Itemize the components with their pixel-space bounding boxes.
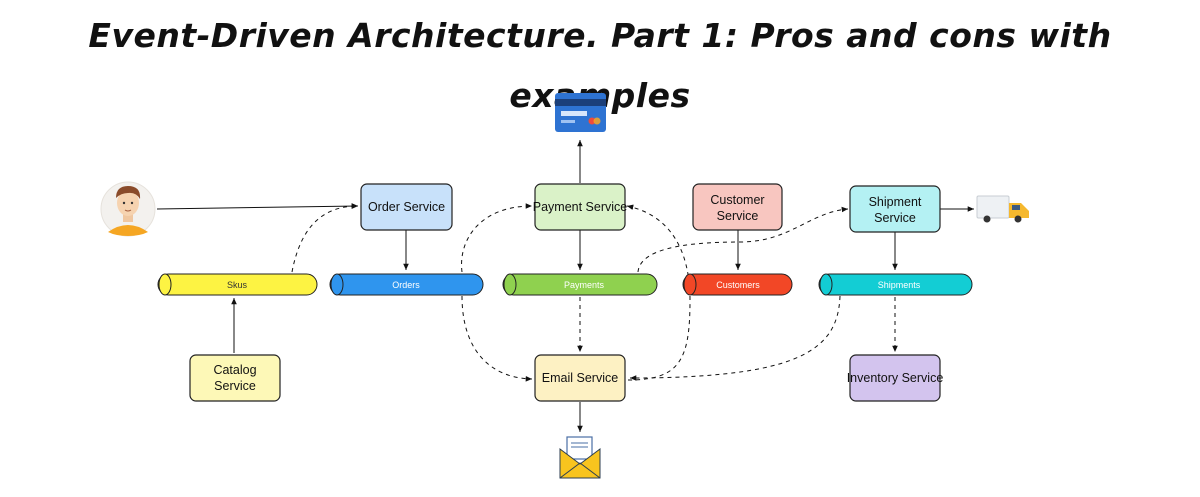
payment-service-label: Payment Service	[533, 200, 628, 214]
topic-label-payments: Payments	[564, 280, 605, 290]
email-service: Email Service	[534, 354, 626, 402]
topic-label-skus: Skus	[227, 280, 248, 290]
topic-skus: Skus	[157, 273, 318, 296]
topic-payments: Payments	[502, 273, 658, 296]
shipment-service: Shipment Service	[849, 185, 941, 233]
edge-shipments-to-email	[629, 295, 841, 381]
inventory-service-label: Inventory Service	[847, 371, 944, 385]
payment-service: Payment Service	[533, 183, 628, 231]
catalog-service-label-2: Service	[214, 379, 256, 393]
inventory-service: Inventory Service	[847, 354, 944, 402]
topic-label-orders: Orders	[392, 280, 420, 290]
edge-user-to-order	[156, 203, 359, 210]
user-avatar-icon	[100, 181, 156, 237]
envelope-icon	[559, 436, 601, 479]
email-service-label: Email Service	[542, 371, 618, 385]
order-service-label: Order Service	[368, 200, 445, 214]
edge-payments-to-shipment	[637, 206, 849, 273]
customer-service-label-1: Customer	[710, 193, 764, 207]
topic-label-customers: Customers	[716, 280, 760, 290]
catalog-service-label-1: Catalog	[213, 363, 256, 377]
customer-service-label-2: Service	[717, 209, 759, 223]
catalog-service: Catalog Service	[189, 354, 281, 402]
edge-orders-to-email	[461, 295, 533, 382]
topic-label-shipments: Shipments	[878, 280, 921, 290]
shipment-service-label-1: Shipment	[869, 195, 922, 209]
truck-icon	[976, 195, 1029, 223]
edge-skus-to-order	[291, 203, 359, 273]
order-service: Order Service	[360, 183, 453, 231]
topic-orders: Orders	[329, 273, 484, 296]
topic-shipments: Shipments	[818, 273, 973, 296]
credit-card-icon	[555, 93, 606, 132]
customer-service: Customer Service	[692, 183, 783, 231]
shipment-service-label-2: Service	[874, 211, 916, 225]
topic-customers: Customers	[682, 273, 793, 296]
edge-orders-to-payment	[461, 203, 533, 273]
